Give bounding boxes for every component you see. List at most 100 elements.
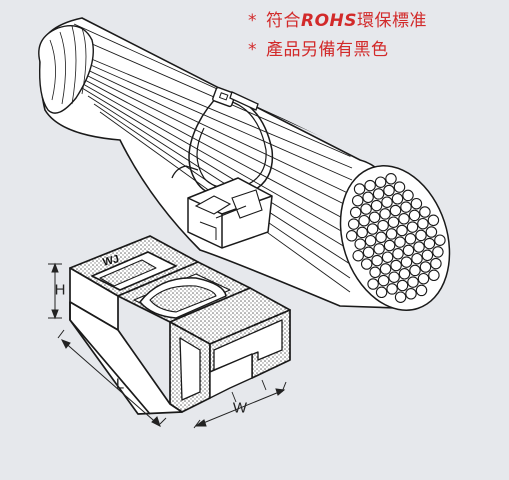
wire-end [396, 224, 408, 237]
wire-end [375, 231, 387, 244]
wire-end [377, 219, 389, 232]
wire-end [358, 214, 370, 227]
wire-end [349, 206, 362, 219]
wire-end [360, 258, 373, 270]
wire-end [345, 230, 358, 242]
wire-end [386, 283, 398, 295]
wire-end [353, 183, 366, 195]
wire-end [389, 204, 402, 217]
wire-end [417, 217, 429, 230]
dimension-lines [48, 262, 287, 429]
wire-end [379, 263, 392, 275]
wire-end [360, 203, 372, 215]
mount-detail [69, 235, 291, 415]
wire-end [381, 251, 394, 263]
wire-end [432, 246, 444, 258]
installed-mount [187, 177, 273, 249]
wire-end [408, 209, 421, 222]
wire-end [427, 214, 440, 227]
wire-end [354, 238, 366, 250]
wire-end [413, 241, 425, 253]
wire-end [370, 199, 383, 212]
wire-end [407, 276, 419, 288]
wire-end [387, 216, 400, 228]
wire-end [415, 284, 428, 297]
wire-end [368, 211, 381, 224]
wire-end [369, 266, 381, 279]
wire-end [352, 249, 364, 262]
black-color-text: 產品另備有黑色 [266, 40, 389, 60]
wire-end [391, 193, 404, 205]
wire-end [421, 249, 434, 262]
wire-end [417, 272, 430, 285]
wire-end [398, 213, 410, 225]
wire-end [419, 261, 432, 273]
wire-end [428, 269, 440, 282]
width-label: W [232, 399, 248, 417]
wire-end [364, 234, 377, 247]
bundle-cross-section [339, 165, 451, 311]
wire-end [393, 181, 406, 193]
wire-end [394, 236, 406, 248]
wire-end [409, 264, 421, 277]
wire-end [430, 257, 442, 270]
wire-end [406, 221, 419, 233]
wire-end [373, 243, 385, 255]
wire-end [396, 279, 409, 292]
wire-end [362, 191, 374, 204]
wire-end [381, 196, 393, 208]
wire-end [366, 223, 379, 235]
wire-end [415, 229, 427, 242]
wire-end [394, 291, 407, 303]
wire-end [398, 268, 411, 280]
wire-end [385, 173, 397, 185]
wire-end [347, 218, 360, 230]
wire-end [367, 278, 379, 290]
asterisk-bullet: * [248, 11, 257, 31]
wire-end [434, 234, 446, 246]
wire-end [362, 246, 375, 259]
rohs-suffix: 環保標准 [357, 11, 428, 31]
wire-ends [345, 173, 446, 303]
wire-end [404, 233, 417, 245]
rohs-brand: ROHS [301, 11, 358, 31]
tie-tail [229, 91, 259, 111]
wire-end [379, 208, 391, 220]
wire-end [371, 254, 383, 267]
rohs-compliance-note: * 符合ROHS環保標准 [248, 12, 427, 30]
wire-end [423, 237, 436, 250]
wire-end [374, 176, 387, 188]
wire-end [402, 244, 415, 257]
wire-end [400, 256, 413, 268]
wire-end [383, 184, 395, 197]
wire-end [364, 179, 376, 192]
wire-end [351, 194, 364, 207]
length-dimension-line [61, 339, 161, 427]
left-end-wires [49, 25, 87, 105]
wire-end [400, 201, 412, 213]
wire-end [372, 188, 385, 200]
asterisk-bullet: * [248, 40, 257, 60]
wire-end [388, 271, 400, 283]
wire-end [405, 288, 417, 300]
wire-end [375, 286, 388, 299]
black-color-note: * 產品另備有黑色 [248, 41, 389, 59]
wire-end [402, 189, 414, 202]
wire-end [392, 248, 404, 260]
wire-end [411, 252, 423, 265]
wire-end [377, 274, 390, 287]
length-label: L [115, 375, 125, 393]
wire-end [383, 239, 396, 252]
bundle-body [38, 17, 399, 309]
wire-end [419, 206, 431, 218]
wire-end [356, 226, 368, 239]
wire-end [390, 259, 402, 272]
width-dimension-line [195, 389, 285, 427]
wire-end [385, 228, 398, 240]
rohs-prefix: 符合 [266, 11, 301, 31]
height-label: H [54, 281, 66, 299]
wire-end [410, 197, 423, 210]
wire-end [425, 226, 438, 238]
